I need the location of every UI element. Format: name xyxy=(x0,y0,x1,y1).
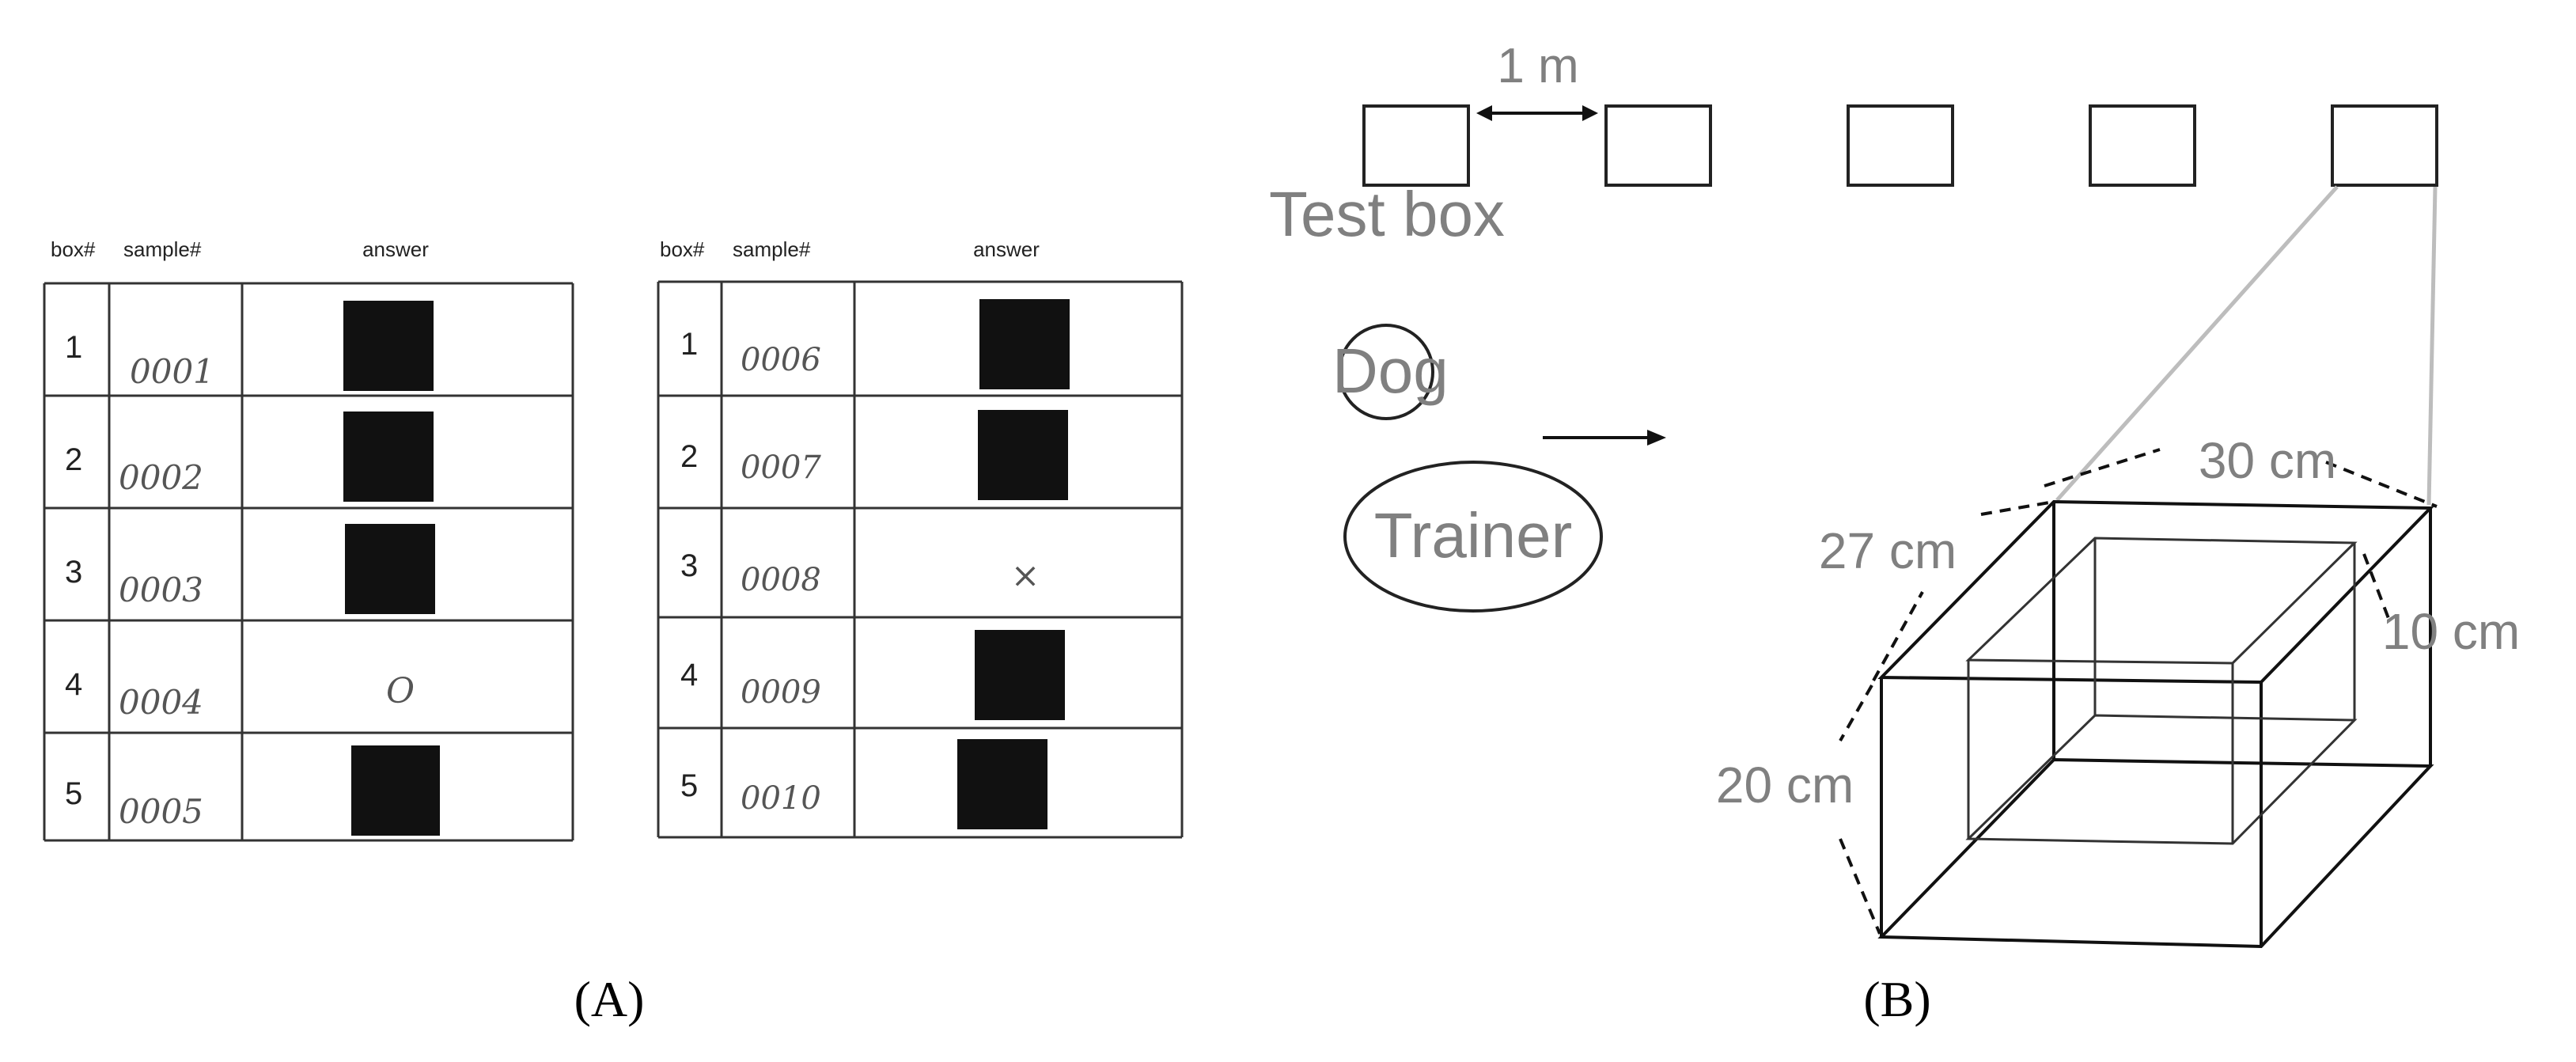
table-row: 1 0006 xyxy=(680,299,1070,389)
table-row: 3 0003 xyxy=(65,524,435,614)
box-number: 5 xyxy=(65,776,82,811)
sample-number: 0002 xyxy=(119,458,203,497)
sample-number: 0010 xyxy=(741,780,821,817)
box-number: 3 xyxy=(65,555,82,590)
box-3d-inner xyxy=(1965,537,2358,845)
table-row: 5 0005 xyxy=(65,745,440,836)
box-number: 1 xyxy=(65,330,82,365)
dimension-inner-depth: 10 cm xyxy=(2382,603,2520,660)
header-box: box# xyxy=(51,237,96,261)
header-sample: sample# xyxy=(123,237,202,261)
test-box-label: Test box xyxy=(1269,179,1505,249)
direction-arrow xyxy=(1543,430,1666,446)
answer-sheet-2: box# sample# answer 1 0006 2 xyxy=(657,237,1184,839)
box-3d-outer xyxy=(1877,499,2434,949)
filled-answer-square xyxy=(978,410,1068,500)
dimension-length: 30 cm xyxy=(2199,432,2336,489)
dimension-height: 20 cm xyxy=(1716,757,1854,814)
dimension-width: 27 cm xyxy=(1819,522,1957,579)
filled-answer-square xyxy=(345,524,435,614)
test-box xyxy=(1604,104,1712,187)
sample-number: 0004 xyxy=(119,683,203,722)
caption-a: (A) xyxy=(574,971,645,1027)
box-number: 2 xyxy=(65,442,82,477)
box-number: 5 xyxy=(680,768,698,803)
filled-answer-square xyxy=(979,299,1070,389)
table-row: 5 0010 xyxy=(680,739,1047,829)
table-row: 2 0002 xyxy=(65,412,434,502)
filled-answer-square xyxy=(351,745,440,836)
spacing-label: 1 m xyxy=(1497,39,1578,93)
box-number: 2 xyxy=(680,439,698,474)
trainer-ellipse xyxy=(1343,461,1603,613)
filled-answer-square xyxy=(343,301,434,391)
sample-number: 0008 xyxy=(741,562,821,598)
table-row: 1 0001 xyxy=(65,301,434,391)
filled-answer-square xyxy=(957,739,1047,829)
box-number: 1 xyxy=(680,327,698,362)
spacing-arrow xyxy=(1476,105,1598,121)
header-answer: answer xyxy=(973,237,1040,261)
dimension-guides xyxy=(1839,448,2438,935)
header-sample: sample# xyxy=(733,237,811,261)
table-row: 4 0009 xyxy=(680,630,1065,720)
header-box: box# xyxy=(660,237,705,261)
filled-answer-square xyxy=(343,412,434,502)
sample-number: 0003 xyxy=(119,571,203,609)
dog-circle xyxy=(1338,324,1434,420)
table-row: 3 0008 × xyxy=(680,548,1040,598)
sample-number: 0006 xyxy=(741,342,821,378)
test-box-row xyxy=(1362,104,2438,187)
table-row: 2 0007 xyxy=(680,410,1068,500)
answer-sheet-1: box# sample# answer 1 0001 2 xyxy=(43,237,574,842)
panel-a: box# sample# answer 1 0001 2 xyxy=(43,237,1184,1027)
handwritten-answer: × xyxy=(1011,556,1040,596)
sample-number: 0007 xyxy=(741,449,821,486)
test-box xyxy=(2089,104,2196,187)
filled-answer-square xyxy=(975,630,1065,720)
zoom-leader-lines xyxy=(2055,185,2438,506)
trainer-label: Trainer xyxy=(1374,500,1572,571)
panel-b: 1 m Test box Dog Trainer xyxy=(1269,39,2520,1027)
dog-label: Dog xyxy=(1332,336,1449,406)
sample-number: 0001 xyxy=(130,352,214,391)
box-number: 3 xyxy=(680,548,698,583)
table-row: 4 0004 O xyxy=(65,667,415,722)
box-number: 4 xyxy=(65,667,82,702)
handwritten-answer: O xyxy=(386,671,415,711)
test-box xyxy=(2331,104,2438,187)
sample-number: 0009 xyxy=(741,674,821,711)
test-box xyxy=(1362,104,1470,187)
header-answer: answer xyxy=(362,237,429,261)
caption-b: (B) xyxy=(1863,971,1930,1027)
box-number: 4 xyxy=(680,658,698,692)
sample-number: 0005 xyxy=(119,792,203,831)
test-box xyxy=(1847,104,1954,187)
